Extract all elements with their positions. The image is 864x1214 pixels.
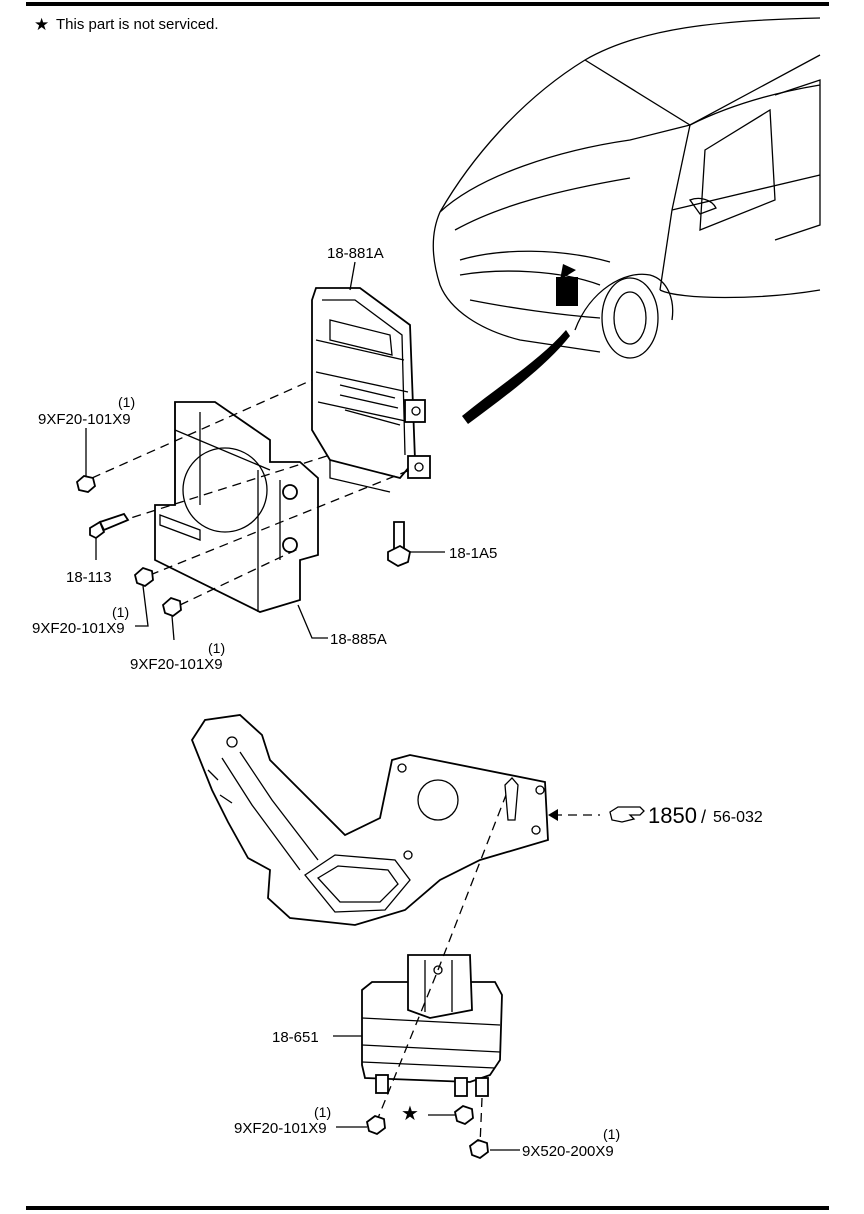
label-ecu: 18-881A <box>327 245 384 262</box>
label-nut-top-qty: (1) <box>118 394 135 410</box>
reference-pointer-icon <box>609 806 645 823</box>
nut-final-icon <box>468 1138 489 1160</box>
nut-top-icon <box>75 475 97 493</box>
star-marker-icon: ★ <box>401 1101 419 1125</box>
top-rule <box>26 2 829 6</box>
label-nut-final: 9X520-200X9 <box>522 1143 614 1160</box>
star-icon: ★ <box>34 15 50 34</box>
bottom-rule <box>26 1206 829 1210</box>
label-ref-sub: 56-032 <box>713 809 763 826</box>
fasteners-bottom <box>365 1104 489 1160</box>
label-nut-final-qty: (1) <box>603 1126 620 1142</box>
label-ref-main: 1850 <box>648 803 697 828</box>
label-nut-low: 9XF20-101X9 <box>130 656 223 673</box>
nut-star-icon <box>453 1104 474 1126</box>
label-nut-bottom-qty: (1) <box>314 1104 331 1120</box>
service-note: ★ This part is not serviced. <box>34 15 219 34</box>
assembly-lines-top <box>91 379 411 606</box>
label-nut-bottom: 9XF20-101X9 <box>234 1120 327 1137</box>
ref-arrow <box>548 809 558 821</box>
nut-bottom-icon <box>365 1114 386 1136</box>
label-ref-sep: / <box>701 807 706 827</box>
vehicle-illustration <box>432 17 821 424</box>
assembly-lines-bottom <box>377 794 507 1146</box>
leaders-top <box>85 261 445 641</box>
bolt-left-icon <box>98 512 130 532</box>
service-note-text: This part is not serviced. <box>56 16 219 33</box>
label-bracket: 18-885A <box>330 631 387 648</box>
leaders-bottom <box>333 1035 520 1151</box>
nut-low-icon <box>161 596 182 618</box>
label-bolt-left: 18-113 <box>66 569 112 586</box>
fasteners-top <box>75 475 412 618</box>
ecu-module <box>311 287 431 493</box>
nut-mid-icon <box>133 566 154 588</box>
relay-module <box>361 954 503 1097</box>
bracket <box>154 401 319 613</box>
label-relay: 18-651 <box>272 1029 319 1046</box>
label-nut-low-qty: (1) <box>208 640 225 656</box>
mounting-plate <box>190 714 549 926</box>
label-nut-mid: 9XF20-101X9 <box>32 620 125 637</box>
label-nut-mid-qty: (1) <box>112 604 129 620</box>
label-nut-top: 9XF20-101X9 <box>38 411 131 428</box>
label-bolt-right: 18-1A5 <box>449 545 497 562</box>
